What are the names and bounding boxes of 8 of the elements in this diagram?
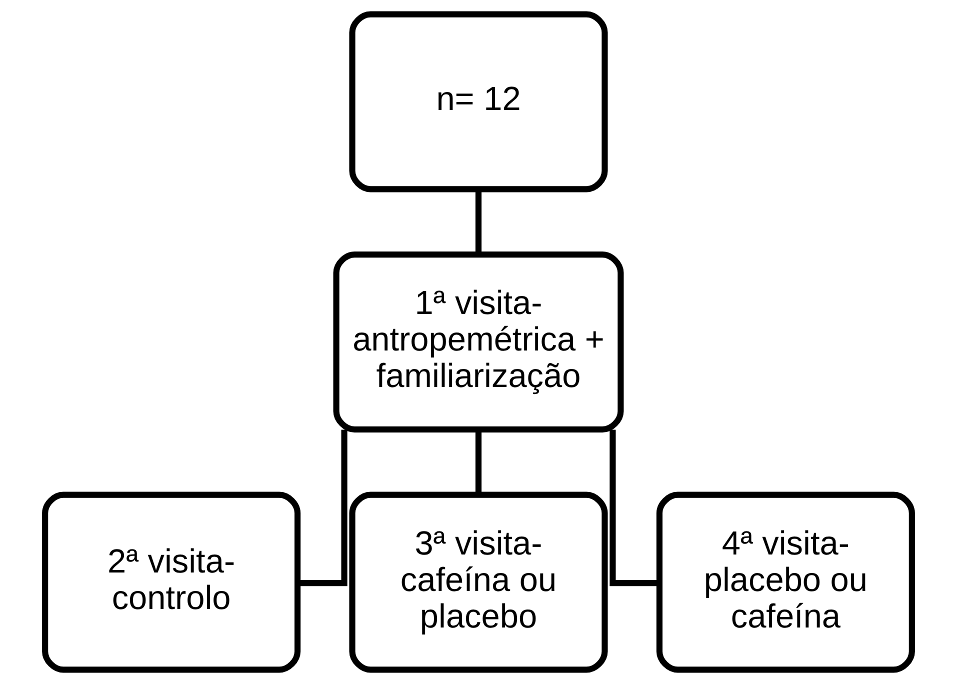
node-box: 1ª visita- antropemétrica + familiarização xyxy=(332,252,624,432)
connector xyxy=(474,430,482,495)
node-box: 4ª visita- placebo ou cafeína xyxy=(656,492,914,673)
node-box: n= 12 xyxy=(348,11,608,192)
connector xyxy=(474,190,482,254)
connector xyxy=(609,430,659,586)
node-box: 2ª visita- controlo xyxy=(42,492,300,673)
node-box: 3ª visita- cafeína ou placebo xyxy=(348,492,608,673)
